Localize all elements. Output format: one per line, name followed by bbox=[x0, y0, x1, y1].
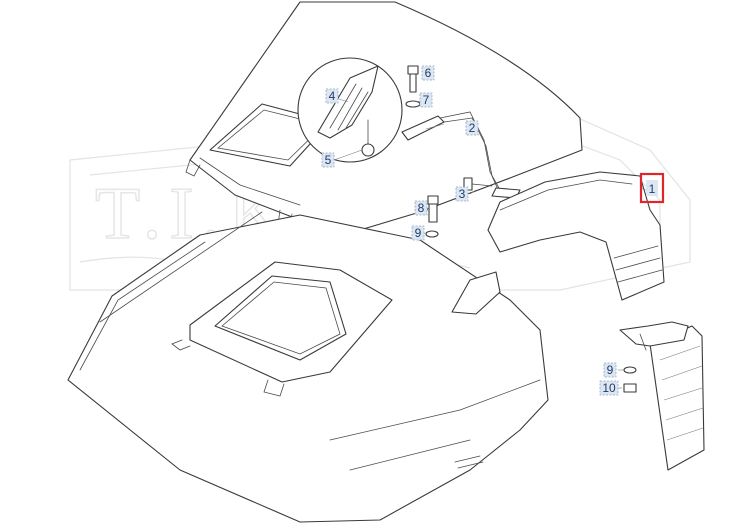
callout-label-8: 8 bbox=[418, 201, 425, 215]
callout-label-10: 10 bbox=[602, 381, 616, 395]
callout-1-highlighted[interactable]: 1 bbox=[639, 172, 665, 204]
callout-7[interactable]: 7 bbox=[419, 92, 433, 108]
bracket-rod bbox=[401, 111, 521, 199]
callout-label-2: 2 bbox=[469, 121, 476, 135]
callout-8[interactable]: 8 bbox=[414, 200, 428, 216]
leader-lines bbox=[333, 97, 647, 389]
callout-label-7: 7 bbox=[423, 93, 430, 107]
side-panel bbox=[619, 321, 705, 471]
callout-9-upper[interactable]: 9 bbox=[411, 225, 425, 241]
highlight-frame bbox=[639, 172, 665, 204]
callout-1-fill bbox=[646, 180, 658, 196]
callout-4[interactable]: 4 bbox=[325, 88, 339, 104]
callout-10[interactable]: 10 bbox=[599, 380, 619, 396]
callout-5[interactable]: 5 bbox=[321, 152, 335, 168]
callout-label-4: 4 bbox=[329, 89, 336, 103]
cab-roof bbox=[67, 211, 549, 523]
callout-label-9-lower: 9 bbox=[607, 363, 614, 377]
callout-2[interactable]: 2 bbox=[465, 120, 479, 136]
callout-label-5: 5 bbox=[325, 153, 332, 167]
callout-3[interactable]: 3 bbox=[455, 186, 469, 202]
callout-6[interactable]: 6 bbox=[421, 65, 435, 81]
callout-label-6: 6 bbox=[425, 66, 432, 80]
callout-label-3: 3 bbox=[459, 187, 466, 201]
callout-label-9-upper: 9 bbox=[415, 226, 422, 240]
callout-label-1: 1 bbox=[649, 182, 656, 196]
fender-panel bbox=[487, 171, 665, 301]
callout-9-lower[interactable]: 9 bbox=[603, 362, 617, 378]
detail-magnifier bbox=[297, 57, 403, 163]
